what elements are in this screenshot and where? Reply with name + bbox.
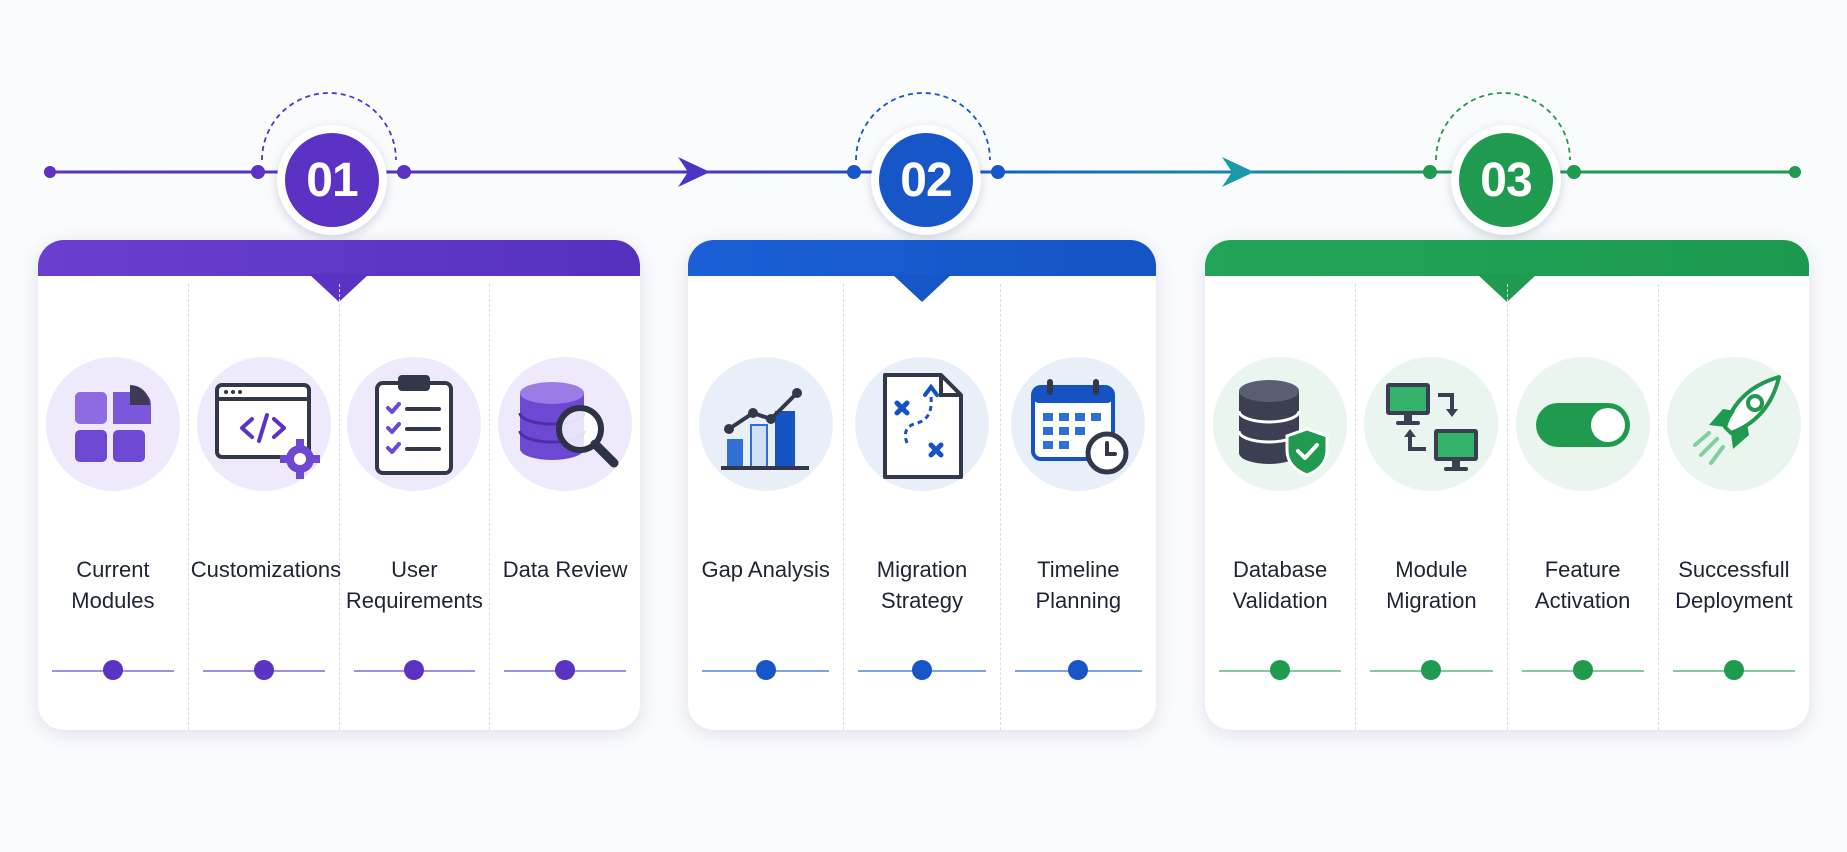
item-dot [1270,660,1291,680]
timeline-node [991,165,1005,179]
step-label: Successfull Deployment [1675,557,1793,613]
item-dot [1068,660,1089,680]
step-label: Feature Activation [1534,557,1631,613]
phase-panel-02: Gap Analysis Migration Strategy [688,240,1156,730]
icon-badge [1213,357,1348,491]
panel-notch [892,274,952,302]
step-label: Database Validation [1232,557,1328,613]
step-badge-03: 03 [1451,125,1561,235]
step-label: User Requirements [345,557,483,613]
timeline-node [397,165,411,179]
timeline-node [847,165,861,179]
item-dot [1723,660,1744,680]
step-label: Current Modules [71,557,155,613]
step-item-timeline-planning: Timeline Planning [1001,284,1156,730]
bar-chart-trend-icon [720,388,809,470]
icon-badge [698,357,833,491]
panel-header [688,240,1156,276]
step-item-successfull-deployment: Successfull Deployment [1659,284,1809,730]
icon-badge [1666,357,1801,491]
step-label: Customizations [190,557,342,582]
step-item-user-requirements: User Requirements [340,284,491,730]
step-item-migration-strategy: Migration Strategy [844,284,1001,730]
code-window-gear-icon [214,383,320,479]
arrow-right-icon [678,157,710,187]
step-badge-01: 01 [277,125,387,235]
panel-header [38,240,640,276]
arrow-right-icon [1222,157,1254,187]
step-label: Timeline Planning [1035,557,1122,613]
item-dot [1421,660,1442,680]
icon-badge [196,357,331,491]
item-dot [911,660,932,680]
step-label: Data Review [502,557,628,582]
step-item-database-validation: Database Validation [1205,284,1357,730]
item-dot [102,660,123,680]
step-label: Module Migration [1386,557,1477,613]
icon-badge [347,357,482,491]
database-magnifier-icon [518,382,619,468]
step-badge-02: 02 [871,125,981,235]
arc-decoration [855,92,991,161]
item-dot [253,660,274,680]
icon-badge [498,357,633,491]
step-item-data-review: Data Review [490,284,640,730]
step-item-customizations: Customizations [189,284,342,730]
timeline-node [1567,165,1581,179]
timeline-node [251,165,265,179]
icon-badge [45,357,180,491]
timeline-node [1423,165,1437,179]
modules-grid-icon [74,385,151,462]
strategy-plan-icon [882,373,963,479]
step-item-current-modules: Current Modules [38,284,189,730]
item-dot [1572,660,1593,680]
database-shield-icon [1237,380,1329,477]
step-label: Gap Analysis [701,557,830,582]
timeline-node [44,166,56,178]
timeline-node [1789,166,1801,178]
calendar-clock-icon [1031,379,1129,475]
step-item-feature-activation: Feature Activation [1508,284,1659,730]
rocket-icon [1692,375,1781,465]
monitors-transfer-icon [1386,383,1479,471]
step-item-module-migration: Module Migration [1356,284,1508,730]
panel-header [1205,240,1809,276]
item-dot [755,660,776,680]
arc-decoration [1435,92,1571,161]
item-dot [404,660,425,680]
arc-decoration [261,92,397,161]
icon-badge [1364,357,1499,491]
step-item-gap-analysis: Gap Analysis [688,284,845,730]
toggle-switch-icon [1535,403,1630,447]
phase-panel-01: Current Modules Customizations [38,240,640,730]
step-label: Migration Strategy [876,557,968,613]
phase-panel-03: Database Validation Module Migration [1205,240,1809,730]
clipboard-checklist-icon [375,375,454,475]
icon-badge [1515,357,1650,491]
icon-badge [1011,357,1146,491]
item-dot [555,660,576,680]
icon-badge [854,357,989,491]
